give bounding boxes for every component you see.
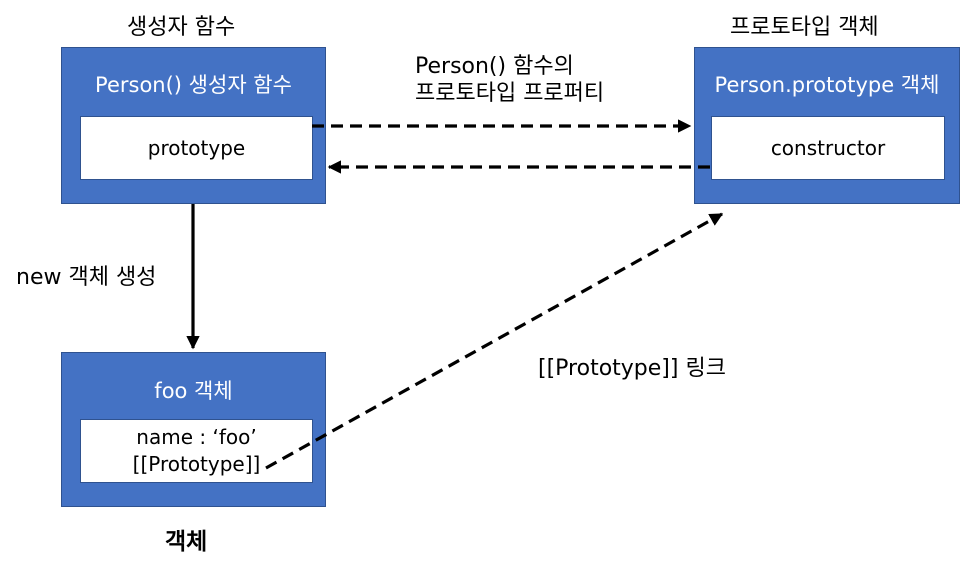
prototype-property-label: prototype bbox=[147, 135, 246, 160]
person-constructor-title: Person() 생성자 함수 bbox=[95, 73, 292, 97]
foo-prototype-slot: [[Prototype]] bbox=[132, 452, 261, 476]
prototype-property-caption: Person() 함수의 프로토타입 프로퍼티 bbox=[415, 53, 604, 107]
prototype-link-arrow bbox=[265, 212, 724, 470]
person-prototype-title: Person.prototype 객체 bbox=[714, 73, 940, 97]
prototype-link-caption: [[Prototype]] 링크 bbox=[538, 356, 726, 381]
constructor-property-box: constructor bbox=[711, 116, 945, 180]
foo-name-property: name : ‘foo’ bbox=[136, 425, 257, 449]
prototype-heading: 프로토타입 객체 bbox=[730, 15, 879, 40]
prototype-property-line2: 프로토타입 프로퍼티 bbox=[415, 81, 605, 106]
object-caption: 객체 bbox=[165, 529, 208, 555]
prototype-property-line1: Person() 함수의 bbox=[415, 54, 574, 79]
prototype-property-box: prototype bbox=[80, 116, 313, 180]
foo-properties-box: name : ‘foo’ [[Prototype]] bbox=[80, 419, 313, 483]
constructor-heading: 생성자 함수 bbox=[127, 15, 236, 40]
foo-object-title: foo 객체 bbox=[154, 379, 233, 403]
new-object-caption: new 객체 생성 bbox=[16, 265, 157, 290]
person-prototype-box: Person.prototype 객체 constructor bbox=[694, 47, 960, 204]
person-constructor-box: Person() 생성자 함수 prototype bbox=[61, 47, 326, 204]
foo-object-box: foo 객체 name : ‘foo’ [[Prototype]] bbox=[61, 352, 326, 507]
constructor-property-label: constructor bbox=[770, 135, 886, 160]
